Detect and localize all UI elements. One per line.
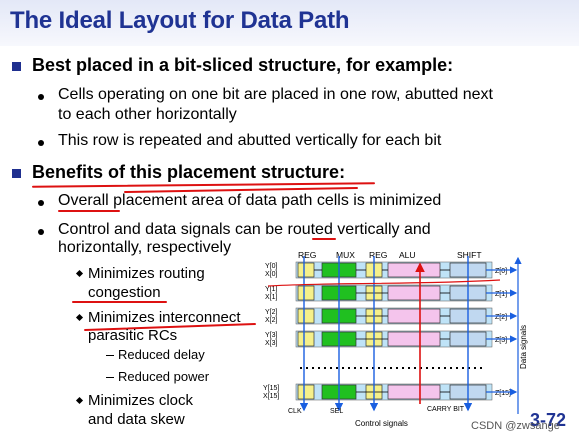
annotation-underline: [312, 238, 336, 240]
sub-routing-cont: congestion: [88, 284, 161, 301]
reg-cell: [297, 262, 315, 278]
bullet-control-data-cont: horizontally, respectively: [58, 239, 232, 256]
bullet-cells-row-cont: to each other horizontally: [58, 106, 237, 123]
label-data-signals: Data signals: [519, 325, 528, 369]
bit-sliced-datapath-diagram: REG MUX REG ALU SHIFT Y[0] X[0] Y[1] X[1…: [263, 250, 528, 428]
label-carry-bit: CARRY BIT: [427, 406, 465, 413]
alu-cell: [387, 384, 441, 400]
bullet-bit-sliced: Best placed in a bit-sliced structure, f…: [32, 55, 454, 75]
bullet-placement-area: Overall placement area of data path cell…: [58, 192, 442, 209]
svg-text:Y[3]: Y[3]: [265, 332, 278, 339]
bullet-benefits: Benefits of this placement structure:: [32, 162, 346, 182]
alu-cell: [387, 308, 441, 324]
round-bullet-icon: [38, 229, 44, 235]
bullet-control-data: Control and data signals can be routed v…: [58, 221, 431, 238]
sub-reduced-power: Reduced power: [118, 369, 210, 384]
alu-cell: [387, 285, 441, 301]
svg-text:X[15]: X[15]: [263, 393, 279, 400]
annotation-underline: [72, 301, 167, 303]
label-sel: SEL: [330, 408, 343, 415]
svg-text:Z[2]: Z[2]: [495, 314, 507, 321]
square-bullet-icon: [12, 169, 21, 178]
label-clk: CLK: [288, 408, 302, 415]
svg-text:X[2]: X[2]: [265, 317, 278, 324]
svg-text:Z[0]: Z[0]: [495, 268, 507, 275]
watermark: CSDN @zwsange: [471, 420, 560, 432]
bullet-cells-row: Cells operating on one bit are placed in…: [58, 86, 493, 103]
alu-cell: [387, 331, 441, 347]
svg-text:Y[1]: Y[1]: [265, 286, 278, 293]
reg-cell: [297, 331, 315, 347]
header-shift: SHIFT: [457, 250, 482, 260]
round-bullet-icon: [38, 200, 44, 206]
svg-text:Z[3]: Z[3]: [495, 337, 507, 344]
svg-text:Y[15]: Y[15]: [263, 385, 279, 392]
reg-cell: [297, 308, 315, 324]
header-alu: ALU: [399, 250, 416, 260]
annotation-underline: [58, 210, 120, 212]
sub-reduced-delay: Reduced delay: [118, 347, 205, 362]
page-title: The Ideal Layout for Data Path: [10, 7, 350, 34]
svg-text:X[3]: X[3]: [265, 340, 278, 347]
sub-interconnect-cont: parasitic RCs: [88, 327, 178, 344]
header-reg2: REG: [369, 250, 387, 260]
label-control-signals: Control signals: [355, 419, 408, 428]
round-bullet-icon: [38, 140, 44, 146]
sub-clock-skew-cont: and data skew: [88, 411, 185, 428]
sub-clock-skew: Minimizes clock: [88, 392, 194, 409]
svg-text:Z[1]: Z[1]: [495, 291, 507, 298]
header-mux: MUX: [336, 250, 355, 260]
alu-cell: [387, 262, 441, 278]
svg-text:X[0]: X[0]: [265, 271, 278, 278]
diamond-bullet-icon: [75, 269, 84, 278]
sub-interconnect: Minimizes interconnect: [88, 309, 241, 326]
header-reg1: REG: [298, 250, 316, 260]
reg-cell: [297, 384, 315, 400]
bullet-row-repeated: This row is repeated and abutted vertica…: [58, 132, 442, 149]
title-bar: [0, 0, 579, 46]
annotation-line: [267, 279, 501, 287]
dash-bullet: [106, 377, 114, 378]
svg-text:Y[2]: Y[2]: [265, 309, 278, 316]
page-number: 3-72: [530, 410, 567, 430]
round-bullet-icon: [38, 94, 44, 100]
dash-bullet: [106, 355, 114, 356]
sub-routing: Minimizes routing: [88, 265, 205, 282]
svg-text:Z[15]: Z[15]: [495, 390, 511, 397]
square-bullet-icon: [12, 62, 21, 71]
diamond-bullet-icon: [75, 396, 84, 405]
reg-cell: [297, 285, 315, 301]
diamond-bullet-icon: [75, 313, 84, 322]
svg-text:Y[0]: Y[0]: [265, 263, 278, 270]
svg-text:X[1]: X[1]: [265, 294, 278, 301]
